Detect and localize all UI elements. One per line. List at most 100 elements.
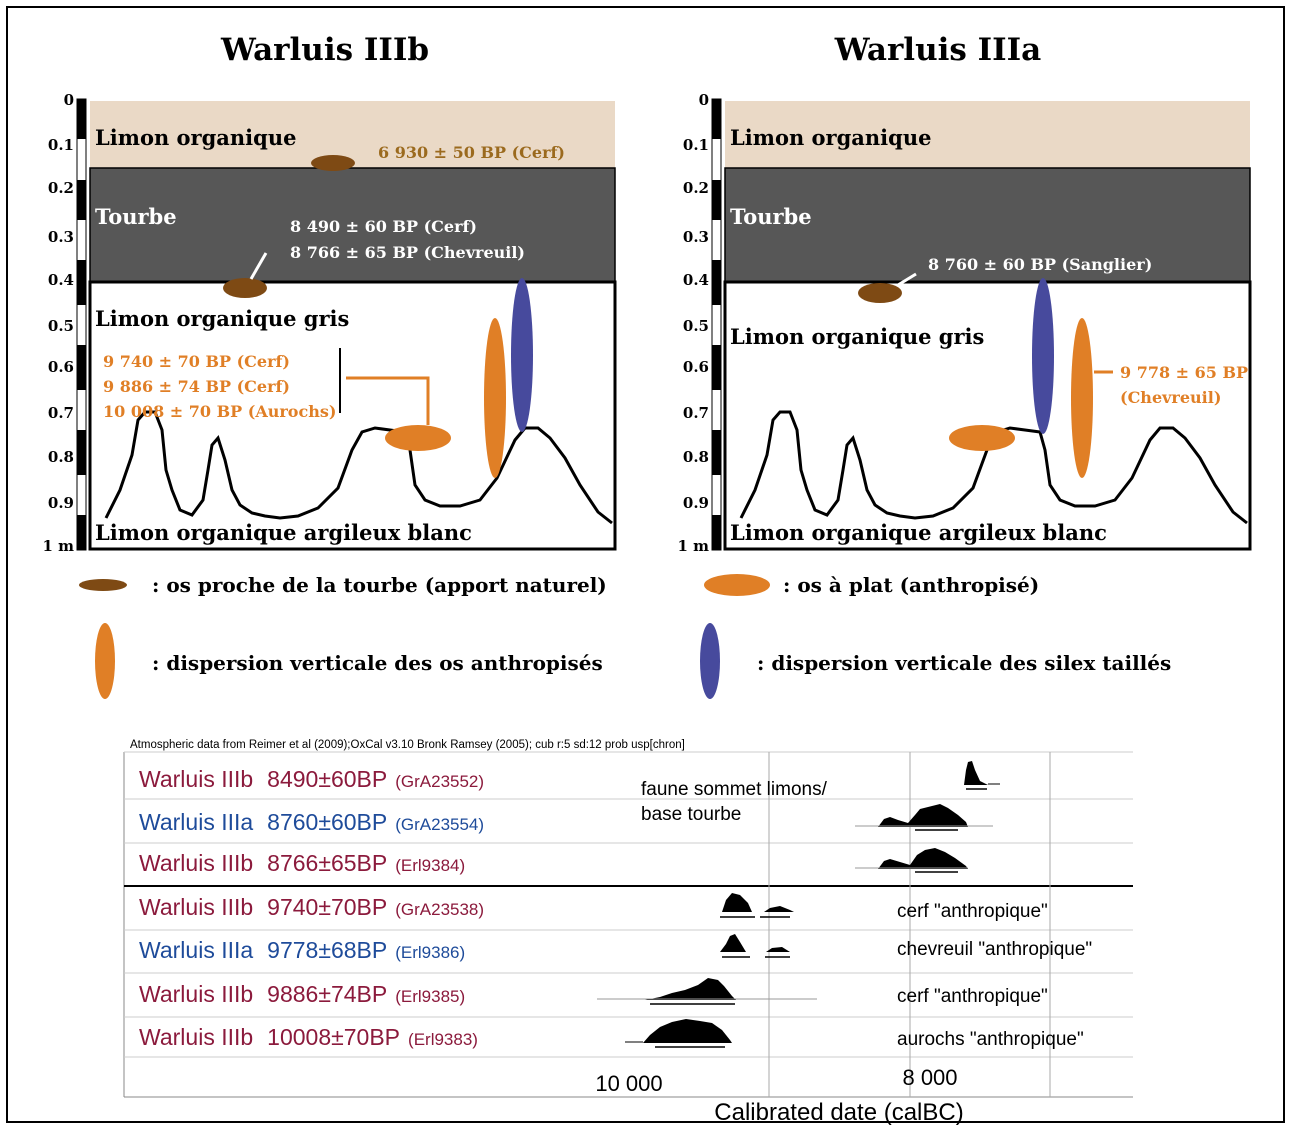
bone-marker-brown <box>858 283 902 303</box>
profile-warluis-iiia: Warluis IIIa 0 0.1 0.2 0.3 0.4 0.5 0.6 0… <box>677 32 1252 555</box>
layer-limon-organique <box>725 101 1250 168</box>
date-label: (Chevreuil) <box>1120 388 1221 407</box>
layer-label: Tourbe <box>730 204 812 229</box>
oxcal-site: Warluis IIIb <box>139 981 253 1007</box>
profile-title: Warluis IIIa <box>834 32 1041 68</box>
figure-frame <box>6 6 1285 1123</box>
depth-tick-label: 0.4 <box>48 271 74 289</box>
legend-swatch-blue-vertical <box>700 623 720 699</box>
substrate-outline <box>739 410 1248 525</box>
distribution-row-5 <box>720 934 746 952</box>
date-label: 8 766 ± 65 BP (Chevreuil) <box>290 243 525 262</box>
layer-label: Limon organique gris <box>95 306 349 331</box>
depth-tick-label: 1 m <box>42 537 74 555</box>
depth-tick-label: 0.8 <box>683 448 709 466</box>
depth-tick-label: 0.7 <box>683 404 709 422</box>
oxcal-row-label: Warluis IIIa 9778±68BP (Erl9386) <box>139 937 465 963</box>
pointer-line <box>249 252 268 280</box>
date-label: 9 886 ± 74 BP (Cerf) <box>103 377 290 396</box>
distribution-row-4 <box>722 893 752 912</box>
depth-tick-label: 0.9 <box>48 494 74 512</box>
oxcal-site: Warluis IIIb <box>139 1024 253 1050</box>
oxcal-header: Atmospheric data from Reimer et al (2009… <box>130 739 685 751</box>
legend-label: : os à plat (anthropisé) <box>783 573 1039 597</box>
layer-label: Limon organique gris <box>730 324 984 349</box>
oxcal-lab: (Erl9383) <box>408 1030 478 1049</box>
profile-warluis-iiib: Warluis IIIb 0 0.1 0.2 0.3 0.4 0.5 0.6 0… <box>42 32 617 555</box>
oxcal-plot: Atmospheric data from Reimer et al (2009… <box>123 739 1133 1126</box>
date-label: 8 760 ± 60 BP (Sanglier) <box>928 255 1152 274</box>
depth-scale-labels: 0 0.1 0.2 0.3 0.4 0.5 0.6 0.7 0.8 0.9 1 … <box>42 91 74 555</box>
x-tick-label: 10 000 <box>595 1071 662 1096</box>
oxcal-site: Warluis IIIb <box>139 894 253 920</box>
depth-tick-label: 0.4 <box>683 271 709 289</box>
oxcal-site: Warluis IIIa <box>139 937 253 963</box>
depth-tick-label: 0.7 <box>48 404 74 422</box>
bone-marker-brown <box>311 155 355 171</box>
vertical-dispersion-flint <box>1032 278 1054 434</box>
distribution-row-2 <box>878 804 968 827</box>
date-gridlines <box>768 752 1051 1097</box>
depth-tick-label: 0.2 <box>683 179 709 197</box>
x-axis-label: Calibrated date (calBC) <box>714 1099 963 1126</box>
layer-limon-gris <box>723 280 1252 551</box>
vertical-dispersion-bones <box>1071 318 1093 478</box>
depth-tick-label: 1 m <box>677 537 709 555</box>
oxcal-date: 10008±70BP <box>267 1024 400 1050</box>
vertical-dispersion-flint <box>511 278 533 432</box>
oxcal-site: Warluis IIIb <box>139 850 253 876</box>
depth-tick-label: 0.3 <box>683 228 709 246</box>
distribution-row-3 <box>878 848 968 869</box>
probability-distributions <box>597 761 1000 1048</box>
vertical-dispersion-bones <box>484 318 506 478</box>
depth-tick-label: 0.5 <box>48 317 74 335</box>
oxcal-date: 9778±68BP <box>267 937 387 963</box>
oxcal-site: Warluis IIIa <box>139 809 253 835</box>
depth-tick-label: 0.9 <box>683 494 709 512</box>
layer-limon-organique <box>90 101 615 168</box>
layer-tourbe <box>89 167 616 283</box>
oxcal-date: 9740±70BP <box>267 894 387 920</box>
oxcal-site: Warluis IIIb <box>139 766 253 792</box>
distribution-row-6 <box>645 978 736 1000</box>
layer-label: Limon organique argileux blanc <box>95 520 472 545</box>
legend-swatch-brown <box>79 579 127 591</box>
depth-tick-label: 0.2 <box>48 179 74 197</box>
x-tick-label: 8 000 <box>902 1065 957 1090</box>
row-notes: cerf "anthropique" chevreuil "anthropiqu… <box>897 901 1092 1050</box>
depth-scale-bar <box>76 98 87 551</box>
depth-tick-label: 0.6 <box>683 358 709 376</box>
distribution-row-7 <box>643 1019 732 1043</box>
date-label: 6 930 ± 50 BP (Cerf) <box>378 143 565 162</box>
date-label: 10 008 ± 70 BP (Aurochs) <box>103 402 336 421</box>
depth-tick-label: 0.5 <box>683 317 709 335</box>
oxcal-row-label: Warluis IIIb 10008±70BP (Erl9383) <box>139 1024 478 1050</box>
substrate-outline <box>104 410 613 525</box>
anthropic-dates: 9 740 ± 70 BP (Cerf) 9 886 ± 74 BP (Cerf… <box>103 352 336 421</box>
oxcal-date: 8766±65BP <box>267 850 387 876</box>
legend-swatch-orange-flat <box>704 574 770 596</box>
group-note: base tourbe <box>641 804 741 825</box>
layer-label: Limon organique <box>95 125 296 150</box>
bone-marker-flat-orange <box>385 425 451 451</box>
layer-label: Limon organique argileux blanc <box>730 520 1107 545</box>
row-note: aurochs "anthropique" <box>897 1029 1084 1050</box>
layer-labels: Limon organique Tourbe Limon organique g… <box>730 125 1107 545</box>
oxcal-date: 8760±60BP <box>267 809 387 835</box>
oxcal-date: 8490±60BP <box>267 766 387 792</box>
depth-scale-labels: 0 0.1 0.2 0.3 0.4 0.5 0.6 0.7 0.8 0.9 1 … <box>677 91 709 555</box>
layer-labels: Limon organique Tourbe Limon organique g… <box>95 125 472 545</box>
bone-marker-flat-orange <box>949 425 1015 451</box>
oxcal-lab: (Erl9386) <box>395 943 465 962</box>
depth-tick-label: 0.8 <box>48 448 74 466</box>
depth-tick-label: 0 <box>699 91 709 109</box>
row-note: cerf "anthropique" <box>897 901 1048 922</box>
layer-label: Tourbe <box>95 204 177 229</box>
